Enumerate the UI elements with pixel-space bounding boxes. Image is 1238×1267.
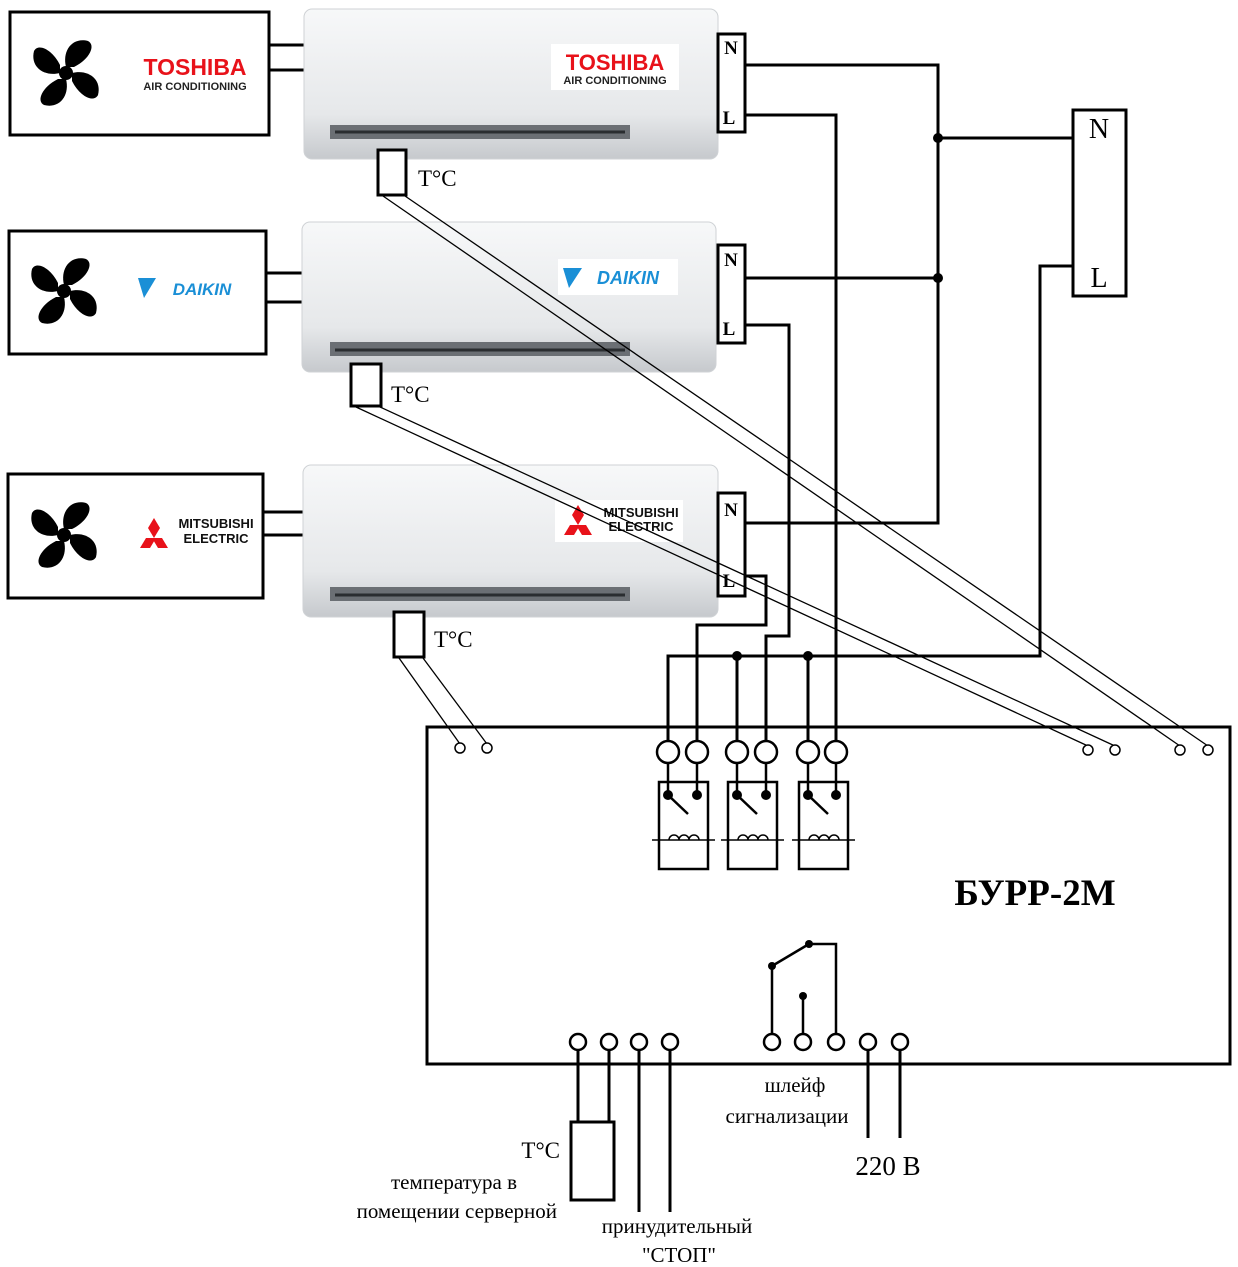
indoor-unit-mitsubishi: MITSUBISHI ELECTRIC [302,464,719,618]
unit-brand-name: MITSUBISHI [603,505,678,520]
sensor-cables [355,195,1209,747]
power-n-label: N [1089,114,1109,145]
relay-terminals [655,739,849,765]
junction-dots [732,133,943,661]
brand-subline: AIR CONDITIONING [143,81,246,93]
room-sensor-label: T°C [521,1138,560,1163]
remote-links [263,43,305,537]
controller-box: БУРР-2М [425,725,1232,1066]
alarm-contact [770,942,838,1035]
terminal-n-label: N [724,38,738,59]
power-wiring [666,63,1073,745]
sensor-label: T°C [434,627,473,652]
brand-name: DAIKIN [173,280,232,299]
unit-brand-subline: AIR CONDITIONING [563,75,666,87]
controller-title: БУРР-2М [954,873,1115,914]
unit-sensors: T°C T°C T°C [349,148,473,659]
brand-name: MITSUBISHI [178,516,253,531]
sensor-terminals [454,742,1214,756]
bottom-labels: T°C температура в помещении серверной пр… [357,1073,921,1267]
alarm-line1: шлейф [765,1073,826,1097]
remote-box-daikin: DAIKIN [7,229,268,356]
indoor-unit-toshiba: TOSHIBA AIR CONDITIONING [303,8,719,160]
terminal-n-label: N [724,500,738,521]
terminal-n-label: N [724,250,738,271]
alarm-dots [768,940,813,1000]
sensor-label: T°C [391,382,430,407]
brand-name: TOSHIBA [143,54,246,80]
sensor-label: T°C [418,166,457,191]
relays [652,763,855,871]
stop-line1: принудительный [602,1214,752,1238]
terminal-l-label: L [723,319,736,340]
power-label: 220 В [855,1151,920,1181]
indoor-unit-daikin: DAIKIN [301,221,717,373]
bottom-terminals [568,1032,910,1052]
unit-brand-subline: ELECTRIC [609,519,675,534]
brand-subline: ELECTRIC [184,531,250,546]
room-sensor [569,1120,616,1202]
remote-box-mitsubishi: MITSUBISHI ELECTRIC [6,472,265,600]
room-temp-line1: температура в [391,1170,517,1194]
stop-line2: "СТОП" [642,1243,716,1267]
unit-brand-name: TOSHIBA [566,50,665,75]
daikin-triangle-icon [138,278,156,298]
terminal-l-label: L [723,108,736,129]
room-temp-line2: помещении серверной [357,1199,557,1223]
terminal-l-label: L [723,571,736,592]
power-terminal: N L [1071,108,1128,298]
unit-brand-name: DAIKIN [597,268,660,288]
bottom-wiring [576,1050,902,1212]
remote-box-toshiba: TOSHIBA AIR CONDITIONING [8,10,271,137]
alarm-line2: сигнализации [726,1104,849,1128]
unit-terminals: N L N L N L [716,32,747,598]
daikin-triangle-icon [563,268,582,288]
relay-dots [663,790,841,800]
power-l-label: L [1090,263,1107,294]
